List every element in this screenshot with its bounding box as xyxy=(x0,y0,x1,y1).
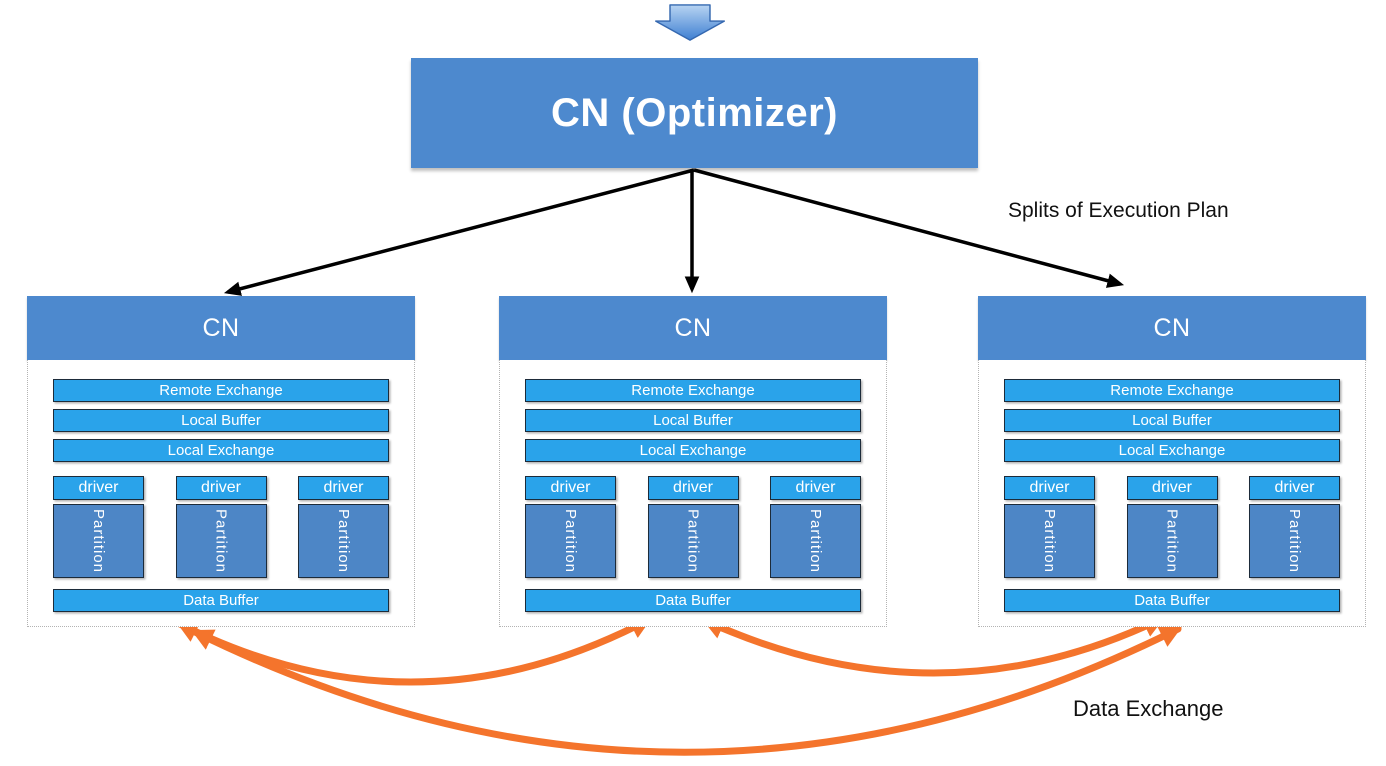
driver-box: driver xyxy=(175,476,267,500)
partition-row: Partition Partition Partition xyxy=(525,504,861,578)
local-exchange-bar: Local Exchange xyxy=(53,439,389,462)
arrow-to-cn-right xyxy=(693,168,1125,288)
partition-row: Partition Partition Partition xyxy=(1004,504,1340,578)
data-exchange-arc-node1-node2 xyxy=(176,616,652,686)
driver-box: driver xyxy=(1249,476,1340,500)
partition-box: Partition xyxy=(1249,504,1340,578)
cn-node-2: CN Remote Exchange Local Buffer Local Ex… xyxy=(499,296,887,627)
cn-node-1-body: Remote Exchange Local Buffer Local Excha… xyxy=(27,360,415,627)
remote-exchange-bar: Remote Exchange xyxy=(53,379,389,402)
data-exchange-label: Data Exchange xyxy=(1073,696,1224,721)
driver-box: driver xyxy=(647,476,739,500)
cn-node-1-title: CN xyxy=(27,296,415,360)
data-exchange-arc-node2-node3 xyxy=(702,615,1165,677)
optimizer-box: CN (Optimizer) xyxy=(411,58,978,168)
partition-row: Partition Partition Partition xyxy=(53,504,389,578)
partition-box: Partition xyxy=(770,504,861,578)
cn-node-1: CN Remote Exchange Local Buffer Local Ex… xyxy=(27,296,415,627)
partition-box: Partition xyxy=(525,504,616,578)
partition-box: Partition xyxy=(298,504,389,578)
partition-box: Partition xyxy=(1126,504,1218,578)
partition-box: Partition xyxy=(53,504,144,578)
partition-box: Partition xyxy=(647,504,739,578)
cn-node-2-body: Remote Exchange Local Buffer Local Excha… xyxy=(499,360,887,627)
data-exchange-arc-node1-node3 xyxy=(191,625,1182,756)
data-buffer-bar: Data Buffer xyxy=(1004,589,1340,612)
driver-row: driver driver driver xyxy=(1004,476,1340,500)
partition-box: Partition xyxy=(1004,504,1095,578)
partition-box: Partition xyxy=(175,504,267,578)
down-arrow-icon xyxy=(655,4,725,41)
driver-box: driver xyxy=(1004,476,1095,500)
remote-exchange-bar: Remote Exchange xyxy=(1004,379,1340,402)
local-buffer-bar: Local Buffer xyxy=(525,409,861,432)
cn-node-3-body: Remote Exchange Local Buffer Local Excha… xyxy=(978,360,1366,627)
cn-node-3: CN Remote Exchange Local Buffer Local Ex… xyxy=(978,296,1366,627)
driver-box: driver xyxy=(1126,476,1218,500)
cn-node-3-title: CN xyxy=(978,296,1366,360)
local-exchange-bar: Local Exchange xyxy=(1004,439,1340,462)
optimizer-label: CN (Optimizer) xyxy=(551,90,838,135)
cn-node-2-title: CN xyxy=(499,296,887,360)
splits-of-execution-plan-label: Splits of Execution Plan xyxy=(1008,199,1229,222)
data-buffer-bar: Data Buffer xyxy=(525,589,861,612)
local-exchange-bar: Local Exchange xyxy=(525,439,861,462)
driver-box: driver xyxy=(298,476,389,500)
driver-box: driver xyxy=(53,476,144,500)
arrow-to-cn-left xyxy=(223,168,695,296)
driver-row: driver driver driver xyxy=(525,476,861,500)
remote-exchange-bar: Remote Exchange xyxy=(525,379,861,402)
driver-box: driver xyxy=(770,476,861,500)
data-buffer-bar: Data Buffer xyxy=(53,589,389,612)
driver-box: driver xyxy=(525,476,616,500)
driver-row: driver driver driver xyxy=(53,476,389,500)
local-buffer-bar: Local Buffer xyxy=(53,409,389,432)
local-buffer-bar: Local Buffer xyxy=(1004,409,1340,432)
